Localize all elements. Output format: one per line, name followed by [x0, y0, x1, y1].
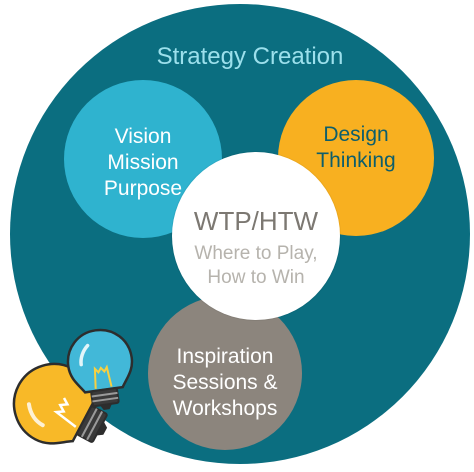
lightbulbs-illustration	[12, 328, 134, 445]
mission-line: Mission	[107, 151, 179, 174]
inspiration-label: Inspiration Sessions & Workshops	[158, 344, 292, 422]
center-subtitle: Where to Play, How to Win	[172, 242, 340, 290]
vision-label: Vision Mission Purpose	[74, 124, 212, 202]
lightbulb-yellow-icon	[12, 362, 108, 445]
design-line: Design	[323, 123, 389, 146]
vision-line: Vision	[114, 125, 172, 148]
lightbulb-blue-icon	[66, 328, 134, 410]
workshops-line: Workshops	[172, 397, 278, 420]
inspiration-line: Inspiration	[176, 345, 274, 368]
center-heading: WTP/HTW	[193, 206, 319, 236]
where-to-play-line: Where to Play,	[194, 243, 318, 264]
diagram-title: Strategy Creation	[156, 43, 344, 70]
design-label: Design Thinking	[286, 122, 426, 174]
purpose-line: Purpose	[103, 177, 183, 200]
center-circle	[172, 152, 340, 320]
thinking-line: Thinking	[316, 149, 396, 172]
sessions-line: Sessions &	[172, 371, 278, 394]
how-to-win-line: How to Win	[207, 267, 305, 288]
inspiration-circle	[148, 296, 302, 450]
